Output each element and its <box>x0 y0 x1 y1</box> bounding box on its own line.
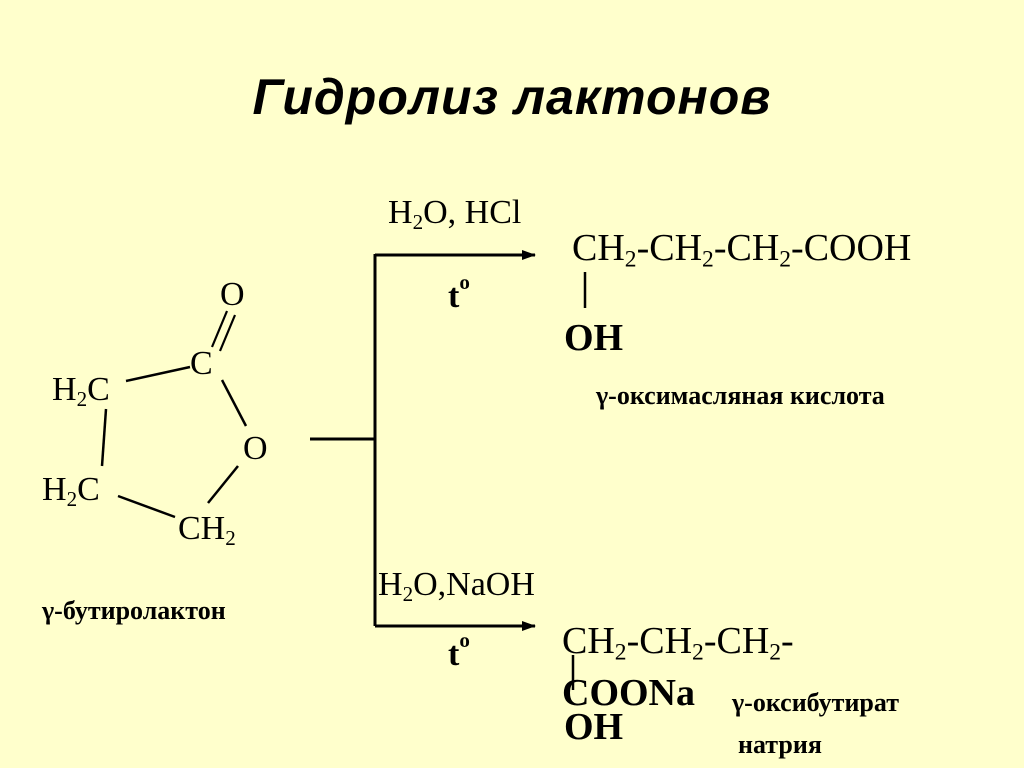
base-product-name-line1: γ-оксибутират <box>732 688 899 717</box>
bond-h2c-ch2 <box>117 494 176 519</box>
base-product-chain: CH2-CH2-CH2- <box>562 620 794 666</box>
acid-product-oh: OH <box>564 317 624 359</box>
base-product-oh: OH <box>564 706 624 748</box>
base-reagents: H2O,NaOH <box>378 566 535 606</box>
bond-carbonyl-double-2 <box>218 314 237 352</box>
acid-conditions: to <box>448 270 470 315</box>
atom-o-carbonyl: O <box>220 276 245 313</box>
bond-h2c-c <box>125 365 191 383</box>
atom-h2c-top: H2C <box>52 371 110 411</box>
atom-o-ring: O <box>243 430 268 467</box>
bond-carbonyl-double-1 <box>210 310 229 348</box>
base-conditions: to <box>448 628 470 673</box>
lactone-caption: γ-бутиролактон <box>42 596 226 625</box>
bond-c-o <box>220 379 248 427</box>
atom-ch2: CH2 <box>178 510 236 550</box>
base-product-salt: COONa <box>562 672 695 714</box>
bond-o-ch2 <box>207 465 239 504</box>
acid-product-name: γ-оксимасляная кислота <box>596 381 885 410</box>
acid-product-chain: CH2-CH2-CH2-COOH <box>572 227 912 273</box>
atom-c-carbonyl: C <box>190 345 213 382</box>
bond-h2c-h2c <box>100 408 108 467</box>
base-product-name-line2: натрия <box>738 730 822 759</box>
acid-reagents: H2O, HCl <box>388 194 522 234</box>
atom-h2c-bottom: H2C <box>42 471 100 511</box>
slide-title: Гидролиз лактонов <box>252 69 772 125</box>
